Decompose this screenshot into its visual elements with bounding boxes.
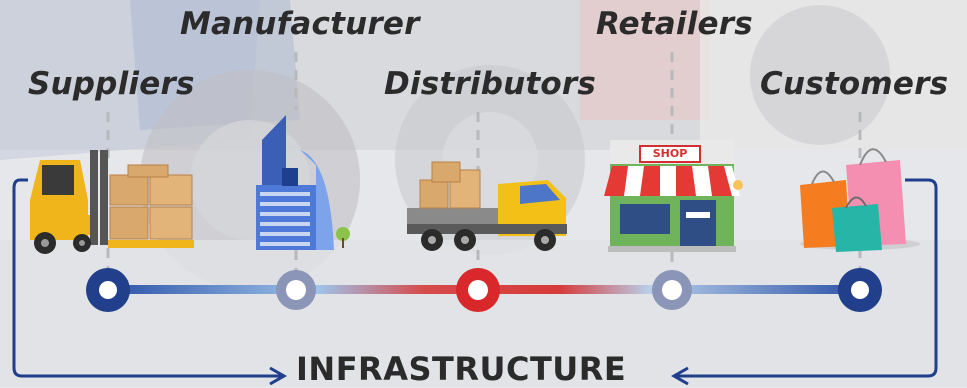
label-distributors: Distributors [384,66,597,102]
label-retailers: Retailers [596,6,753,42]
node-retailers [652,270,692,310]
label-customers: Customers [760,66,949,102]
delivery-truck-icon [407,161,567,251]
label-manufacturer: Manufacturer [180,6,420,42]
shop-sign-text: SHOP [652,147,688,160]
factory-building-icon [256,115,350,250]
forklift-with-boxes-icon [30,150,194,254]
node-customers [838,268,882,312]
label-suppliers: Suppliers [28,66,195,102]
infrastructure-title: INFRASTRUCTURE [296,350,627,388]
shopping-bags-icon [800,148,920,252]
node-manufacturer [276,270,316,310]
node-distributors [456,268,500,312]
node-suppliers [86,268,130,312]
shop-storefront-icon [604,140,743,252]
